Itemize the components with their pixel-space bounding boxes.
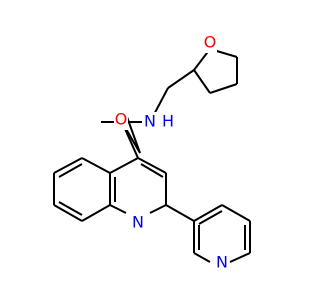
quinoline-nitrogen-label: N <box>132 213 144 232</box>
pyridine-nitrogen-label: N <box>216 253 228 272</box>
double-bond <box>198 210 223 225</box>
bond <box>109 204 127 214</box>
carbonyl-oxygen-label-background <box>114 110 128 130</box>
bond <box>193 204 223 222</box>
amide-nitrogen-label-background <box>142 112 170 132</box>
carbonyl-oxygen-label: O <box>115 110 128 129</box>
amide-nitrogen-label: N <box>144 112 156 131</box>
quinoline-ring <box>53 157 167 222</box>
bond <box>53 204 83 222</box>
bond <box>167 69 195 89</box>
bond <box>149 204 167 214</box>
double-bond <box>140 163 164 178</box>
bond <box>209 83 238 94</box>
bond <box>221 204 251 222</box>
bond <box>81 157 111 174</box>
pyridine-ring <box>165 204 251 263</box>
atom-labels: O O N H N N <box>114 33 229 273</box>
bond <box>229 252 251 263</box>
quinoline-nitrogen-label-background <box>131 213 145 233</box>
ring-oxygen-label-background <box>203 33 217 53</box>
bond <box>165 204 195 222</box>
ring-oxygen-label: O <box>204 33 217 52</box>
double-bond <box>126 116 141 154</box>
bond <box>193 252 211 263</box>
pyridine-nitrogen-label-background <box>215 253 229 273</box>
chemical-structure-diagram: O O N H N N <box>53 33 251 273</box>
bond <box>109 157 139 174</box>
amide-hydrogen-label: H <box>162 112 174 131</box>
bond <box>81 204 111 222</box>
tetrahydrofuran-ring <box>193 48 238 94</box>
double-bond <box>58 163 83 178</box>
double-bond <box>58 201 83 216</box>
bond <box>193 69 211 94</box>
bond <box>137 157 167 174</box>
bond <box>53 157 83 174</box>
